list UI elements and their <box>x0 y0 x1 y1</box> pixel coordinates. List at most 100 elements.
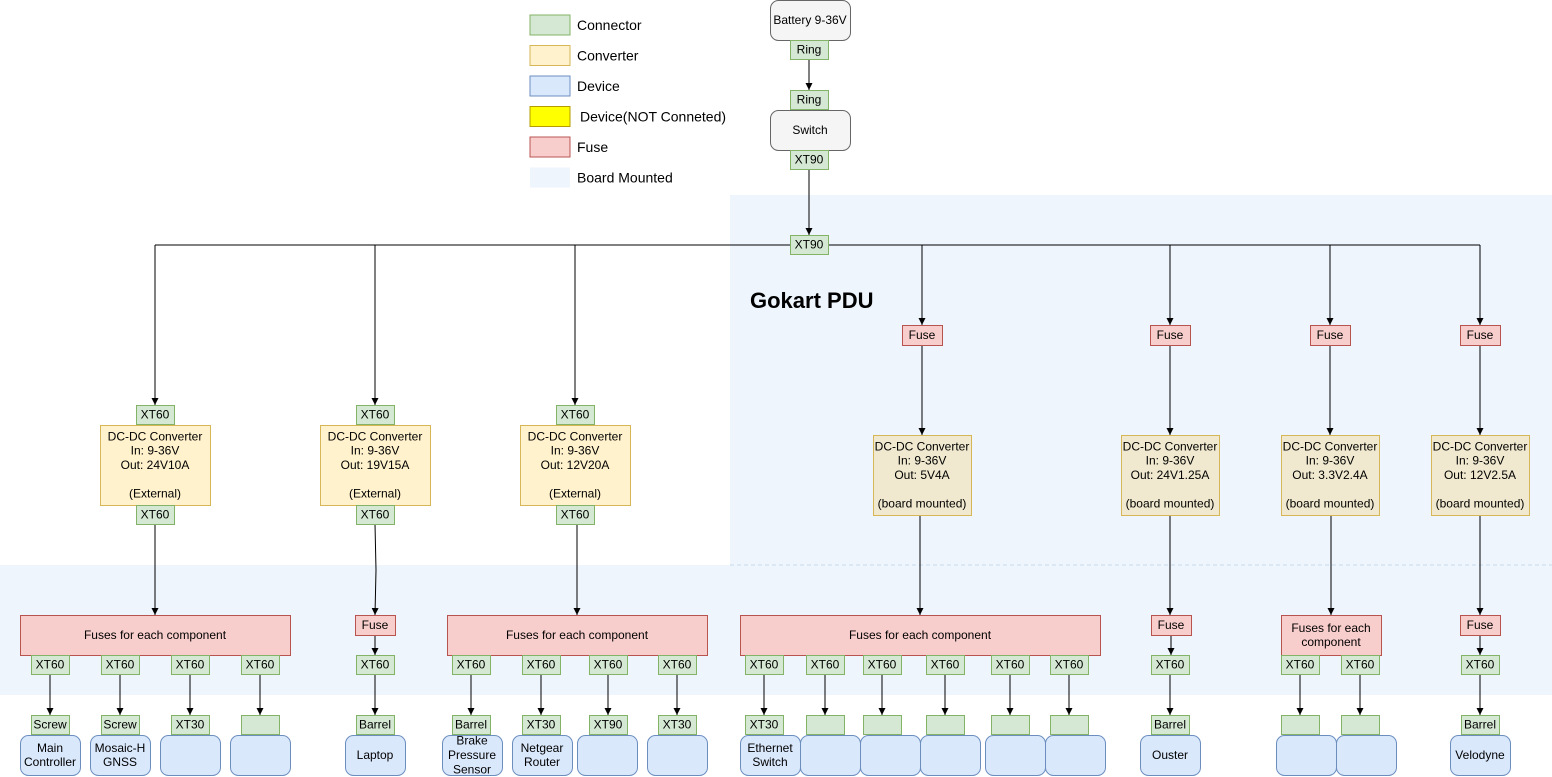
connector-label: XT30 <box>663 718 692 732</box>
node-p7: XT30 <box>522 715 561 735</box>
legend-swatch-board <box>530 167 570 188</box>
connector-box <box>863 715 902 735</box>
converter-label: DC-DC Converter <box>108 429 203 443</box>
connector-label: XT30 <box>750 718 779 732</box>
connector-label: XT90 <box>594 718 623 732</box>
connector-box <box>806 655 845 675</box>
node-d18 <box>1336 735 1397 776</box>
connector-label: XT60 <box>141 508 170 522</box>
node-p4 <box>241 715 280 735</box>
converter_board-label: DC-DC Converter <box>1123 439 1218 453</box>
converter_board-label: In: 9-36V <box>1146 454 1195 468</box>
node-o17: XT60 <box>1281 655 1320 675</box>
connector-label: XT60 <box>868 658 897 672</box>
connector-box <box>136 505 175 525</box>
connector-label: Ring <box>797 43 822 57</box>
converter_board-label: (board mounted) <box>1286 497 1375 511</box>
node-xt90a: XT90 <box>790 150 829 170</box>
node-p8: XT90 <box>589 715 628 735</box>
converter_board-label: DC-DC Converter <box>1283 439 1378 453</box>
device-label: Switch <box>752 755 787 769</box>
node-p15 <box>1050 715 1089 735</box>
node-p12 <box>863 715 902 735</box>
node-fg: Fuse <box>1460 615 1501 636</box>
node-d9 <box>647 735 708 776</box>
connector-box <box>1151 715 1190 735</box>
converter_board-label: In: 9-36V <box>1456 454 1505 468</box>
node-xt90b: XT90 <box>790 235 829 255</box>
connector-box <box>926 655 965 675</box>
node-f5: Fuse <box>1150 325 1191 346</box>
connector-label: XT60 <box>1156 658 1185 672</box>
legend-swatch-converter <box>529 45 571 66</box>
node-p14 <box>991 715 1030 735</box>
converter-label: Out: 12V20A <box>541 458 610 472</box>
device-label: Main <box>37 741 63 755</box>
node-fa: Fuses for each component <box>20 615 291 656</box>
connector-box <box>790 235 829 255</box>
device-box <box>920 735 981 776</box>
converter_board-label: Out: 12V2.5A <box>1444 468 1516 482</box>
node-fd: Fuses for each component <box>740 615 1101 656</box>
device-label: GNSS <box>103 755 137 769</box>
converter_board-label: DC-DC Converter <box>875 439 970 453</box>
connector-box <box>356 655 395 675</box>
connector-box <box>806 715 845 735</box>
fuse-box <box>1460 615 1501 636</box>
legend-swatch-fuse <box>529 136 571 158</box>
node-d3 <box>160 735 221 776</box>
node-p5: Barrel <box>356 715 395 735</box>
connector-label: Barrel <box>1464 718 1496 732</box>
node-fb: Fuse <box>355 615 396 636</box>
fuse-box <box>1281 615 1382 656</box>
node-o10: XT60 <box>745 655 784 675</box>
legend-label-converter: Converter <box>577 48 639 64</box>
node-o9: XT60 <box>658 655 697 675</box>
connector-box <box>1341 715 1380 735</box>
connector-label: Barrel <box>455 718 487 732</box>
connector-box <box>101 715 140 735</box>
connector-label: XT60 <box>561 408 590 422</box>
node-p1: Screw <box>31 715 70 735</box>
fuse-label: Fuse <box>362 618 389 632</box>
converter-label: (External) <box>549 487 601 501</box>
converter-label: (External) <box>349 487 401 501</box>
connector-box <box>522 655 561 675</box>
connector-box <box>790 90 829 110</box>
fuse-label: Fuse <box>1467 328 1494 342</box>
node-o2: XT60 <box>101 655 140 675</box>
node-o4: XT60 <box>241 655 280 675</box>
converter_board-label: Out: 5V4A <box>894 468 949 482</box>
converter_board-label: (board mounted) <box>1436 497 1525 511</box>
connector-label: XT60 <box>457 658 486 672</box>
connector-box <box>926 715 965 735</box>
node-p16: Barrel <box>1151 715 1190 735</box>
device-box <box>860 735 921 776</box>
converter_board-label: (board mounted) <box>878 497 967 511</box>
connector-label: XT60 <box>361 408 390 422</box>
connector-box <box>1461 715 1500 735</box>
connector-box <box>452 655 491 675</box>
connector-box <box>658 715 697 735</box>
node-o13: XT60 <box>926 655 965 675</box>
converter_board-label: In: 9-36V <box>1306 454 1355 468</box>
connector-label: Barrel <box>1154 718 1186 732</box>
converter-box <box>520 425 631 506</box>
node-o18: XT60 <box>1341 655 1380 675</box>
connector-box <box>589 715 628 735</box>
node-o1: XT60 <box>31 655 70 675</box>
converter-box <box>100 425 211 506</box>
connector-box <box>589 655 628 675</box>
converter_board-label: Out: 3.3V2.4A <box>1292 468 1367 482</box>
node-ring1: Ring <box>790 40 829 60</box>
node-p6: Barrel <box>452 715 491 735</box>
connector-label: XT60 <box>36 658 65 672</box>
